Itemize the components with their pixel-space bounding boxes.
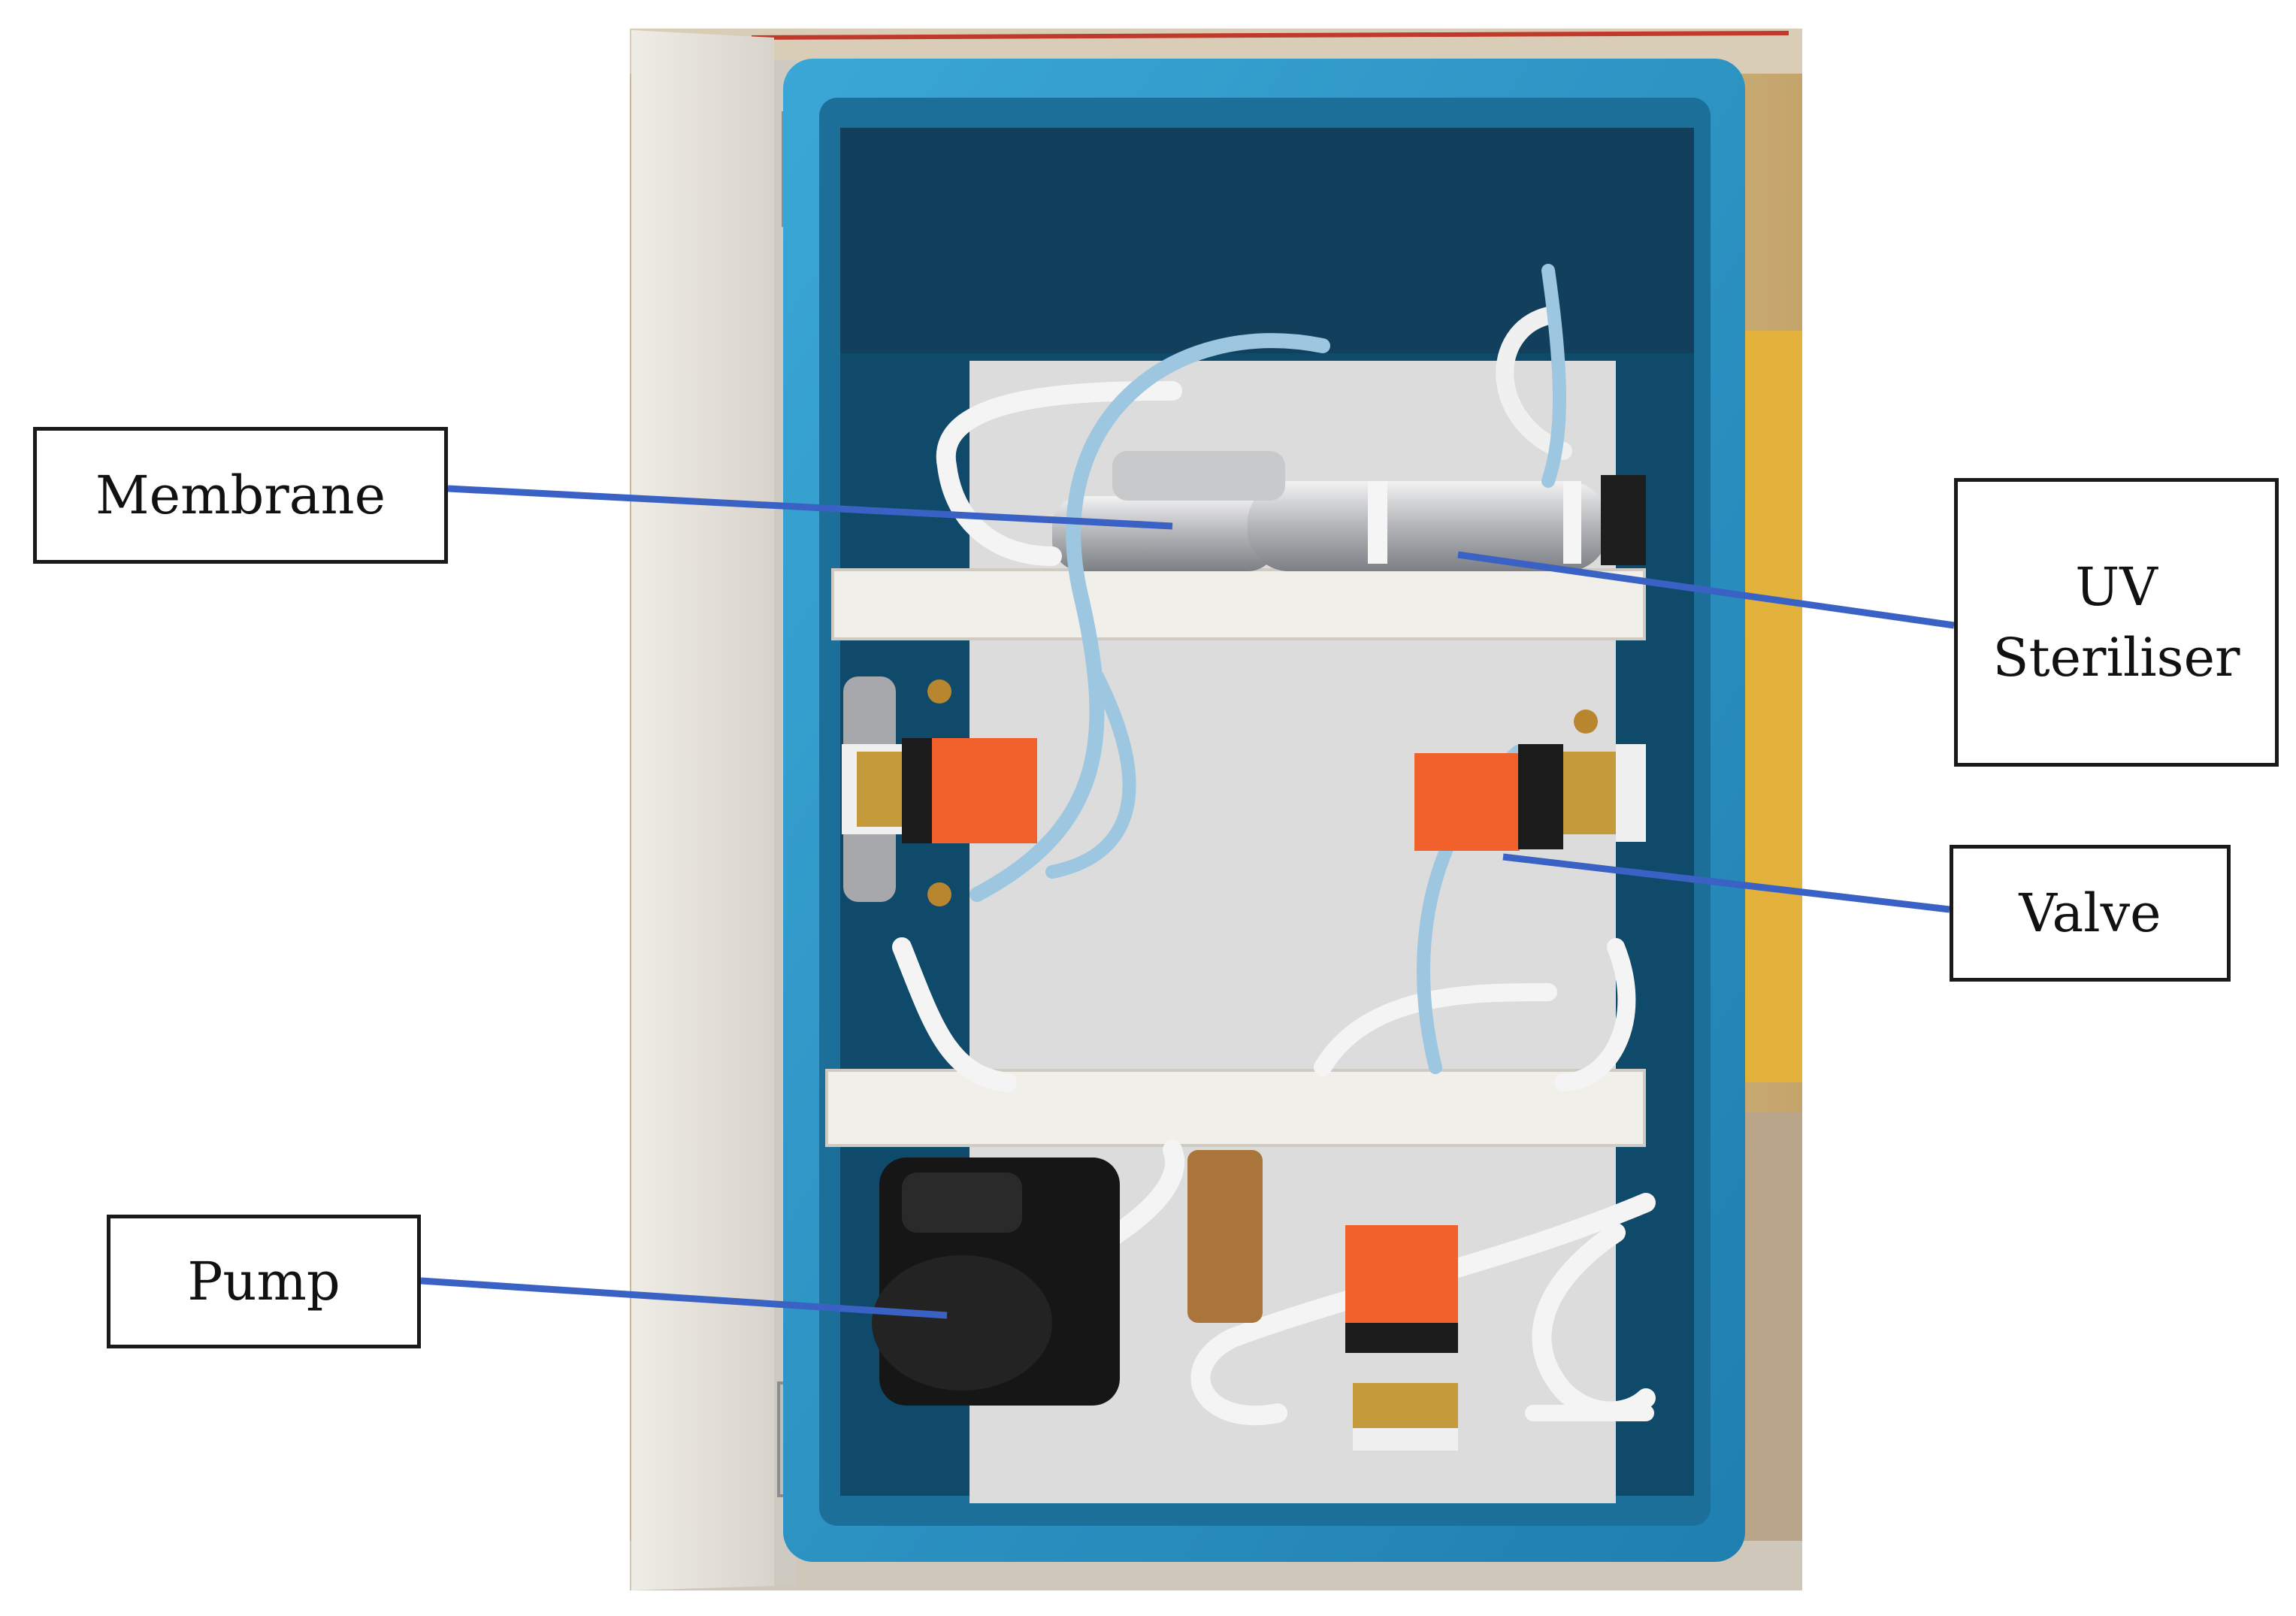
valve-label-text: Valve [2019, 882, 2161, 944]
pump-label: Pump [107, 1215, 421, 1348]
bottom-components [1187, 1150, 1458, 1451]
uv-steriliser-unit [1052, 451, 1646, 571]
membrane-label: Membrane [33, 427, 448, 564]
uv-steriliser-label: UV Steriliser [1954, 478, 2279, 767]
pump [872, 1158, 1120, 1406]
left-valve-assembly [842, 676, 1037, 906]
valve-label: Valve [1950, 845, 2231, 982]
uv-label-line-1: UV [2075, 555, 2158, 618]
tubing [892, 264, 1656, 1426]
membrane-label-text: Membrane [95, 464, 386, 526]
right-valve-assembly [1414, 710, 1646, 851]
pump-label-text: Pump [187, 1250, 340, 1312]
uv-label-line-2: Steriliser [1992, 627, 2240, 688]
